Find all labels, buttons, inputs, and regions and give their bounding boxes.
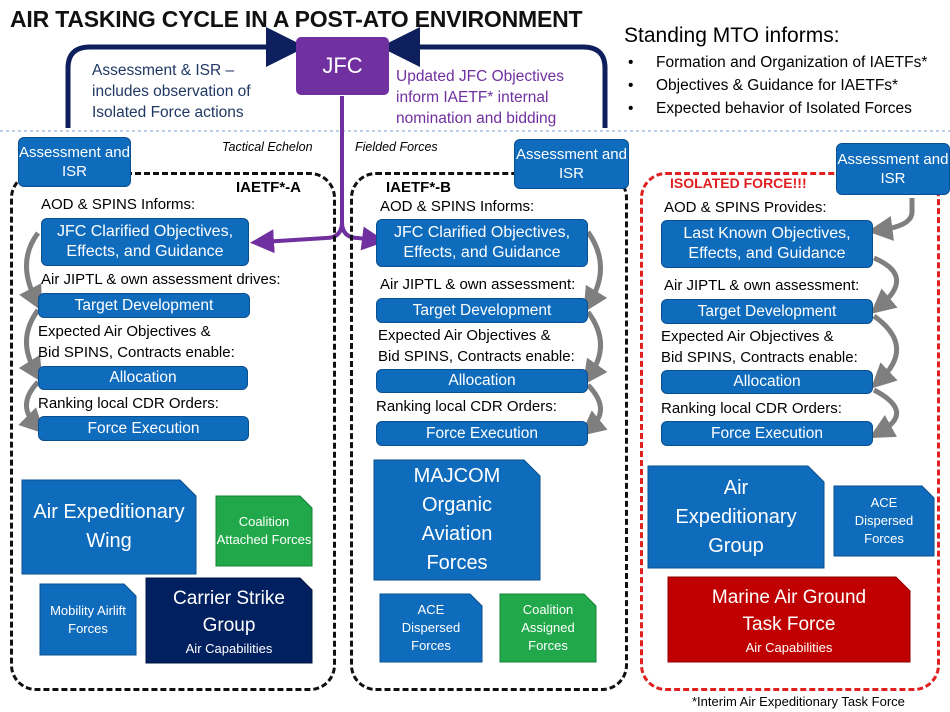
objectives-box: JFC Clarified Objectives, Effects, and G…: [41, 218, 249, 266]
assessment-isr-box-b: Assessment and ISR: [514, 139, 629, 189]
assessment-note: Assessment & ISR – includes observation …: [92, 60, 251, 123]
majcom-shape: [373, 459, 541, 581]
note-line: nomination and bidding: [396, 110, 557, 127]
force-execution-box: Force Execution: [38, 416, 249, 441]
cycle-arrow: [869, 387, 900, 439]
magtf-label: Marine Air Ground Task Force Air Capabil…: [668, 577, 910, 662]
ranking-label: Ranking local CDR Orders:: [376, 398, 557, 415]
aod-label: AOD & SPINS Provides:: [664, 199, 827, 216]
expected-label: Expected Air Objectives &: [378, 327, 551, 344]
target-development-box: Target Development: [376, 298, 588, 323]
allocation-box: Allocation: [661, 370, 873, 394]
ace-dispersed-c-label: ACE Dispersed Forces: [854, 495, 914, 546]
mto-item: Formation and Organization of IAETFs*: [628, 51, 927, 74]
carrier-title: Carrier Strike Group: [173, 588, 285, 636]
air-expeditionary-wing-shape: [21, 479, 197, 575]
objectives-box: Last Known Objectives, Effects, and Guid…: [661, 220, 873, 268]
carrier-strike-group-label: Carrier Strike Group Air Capabilities: [146, 578, 312, 663]
mobility-airlift-shape: [39, 583, 137, 656]
assessment-isr-box-a: Assessment and ISR: [18, 137, 131, 187]
ranking-label: Ranking local CDR Orders:: [38, 395, 219, 412]
mto-title: Standing MTO informs:: [624, 24, 840, 47]
air-expeditionary-wing-label: Air Expeditionary Wing: [33, 501, 185, 552]
iaetf-a-heading: IAETF*-A: [232, 179, 305, 196]
note-line: Updated JFC Objectives: [396, 68, 564, 85]
expected-label: Bid SPINS, Contracts enable:: [38, 344, 235, 361]
carrier-subtitle: Air Capabilities: [185, 641, 273, 656]
objectives-box: JFC Clarified Objectives, Effects, and G…: [376, 219, 588, 267]
carrier-strike-group-shape: [145, 577, 313, 664]
iaetf-b-area: [350, 172, 628, 691]
assessment-isr-box-c: Assessment and ISR: [836, 143, 950, 195]
target-development-box: Target Development: [661, 299, 873, 324]
isolated-force-heading: ISOLATED FORCE!!!: [666, 175, 811, 191]
coalition-assigned-label: Coalition Assigned Forces: [521, 602, 575, 653]
cycle-arrow: [18, 380, 45, 434]
jiptl-label: Air JIPTL & own assessment:: [380, 276, 576, 293]
mto-list: Formation and Organization of IAETFs* Ob…: [628, 51, 927, 120]
coalition-assigned-shape: [499, 593, 597, 663]
jfc-arrow-right: [340, 200, 386, 251]
cycle-arrow: [582, 310, 608, 386]
isolated-force-area: [640, 172, 940, 691]
mto-item: Expected behavior of Isolated Forces: [628, 97, 927, 120]
feedback-arrow-left: [65, 27, 306, 128]
iaetf-a-area: [10, 172, 336, 691]
force-execution-box: Force Execution: [376, 421, 588, 446]
objectives-note: Updated JFC Objectives inform IAETF* int…: [396, 66, 564, 129]
cycle-arrow: [867, 198, 915, 241]
note-line: Isolated Force actions: [92, 104, 244, 121]
air-expeditionary-group-label: Air Expeditionary Group: [675, 476, 797, 557]
expected-label: Expected Air Objectives &: [38, 323, 211, 340]
aod-label: AOD & SPINS Informs:: [380, 198, 535, 215]
mobility-airlift-label: Mobility Airlift Forces: [50, 602, 126, 636]
footnote: *Interim Air Expeditionary Task Force: [692, 694, 905, 709]
iaetf-b-heading: IAETF*-B: [382, 179, 455, 196]
cycle-arrow: [870, 313, 899, 389]
tactical-echelon-label: Tactical Echelon: [222, 140, 313, 154]
expected-label: Bid SPINS, Contracts enable:: [378, 348, 575, 365]
cycle-arrow: [19, 231, 42, 312]
cycle-arrow: [583, 230, 608, 313]
feedback-arrow-right: [380, 27, 608, 128]
note-line: inform IAETF* internal: [396, 89, 549, 106]
allocation-box: Allocation: [38, 366, 248, 390]
expected-label: Expected Air Objectives &: [661, 328, 834, 345]
force-execution-box: Force Execution: [661, 421, 873, 446]
jiptl-label: Air JIPTL & own assessment:: [664, 277, 860, 294]
note-line: Assessment & ISR –: [92, 62, 235, 79]
magtf-subtitle: Air Capabilities: [745, 640, 833, 655]
fielded-forces-label: Fielded Forces: [355, 140, 438, 154]
coalition-attached-label: Coalition Attached Forces: [216, 514, 312, 547]
ace-dispersed-b-label: ACE Dispersed Forces: [401, 602, 461, 653]
magtf-shape: [667, 576, 911, 663]
ranking-label: Ranking local CDR Orders:: [661, 400, 842, 417]
target-development-box: Target Development: [38, 293, 250, 318]
cycle-arrow: [580, 383, 608, 436]
expected-label: Bid SPINS, Contracts enable:: [661, 349, 858, 366]
cycle-arrow: [870, 255, 900, 315]
air-expeditionary-group-shape: [647, 465, 825, 569]
jiptl-label: Air JIPTL & own assessment drives:: [41, 271, 281, 288]
coalition-attached-shape: [215, 495, 313, 567]
mto-item: Objectives & Guidance for IAETFs*: [628, 74, 927, 97]
ace-dispersed-c-shape: [833, 485, 935, 557]
note-line: includes observation of: [92, 83, 251, 100]
cycle-arrow: [18, 308, 43, 383]
majcom-label: MAJCOM Organic Aviation Forces: [413, 465, 501, 574]
magtf-title: Marine Air Ground Task Force: [711, 587, 867, 635]
jfc-box: JFC: [296, 37, 389, 95]
allocation-box: Allocation: [376, 369, 588, 393]
aod-label: AOD & SPINS Informs:: [41, 196, 196, 213]
ace-dispersed-b-shape: [379, 593, 483, 663]
